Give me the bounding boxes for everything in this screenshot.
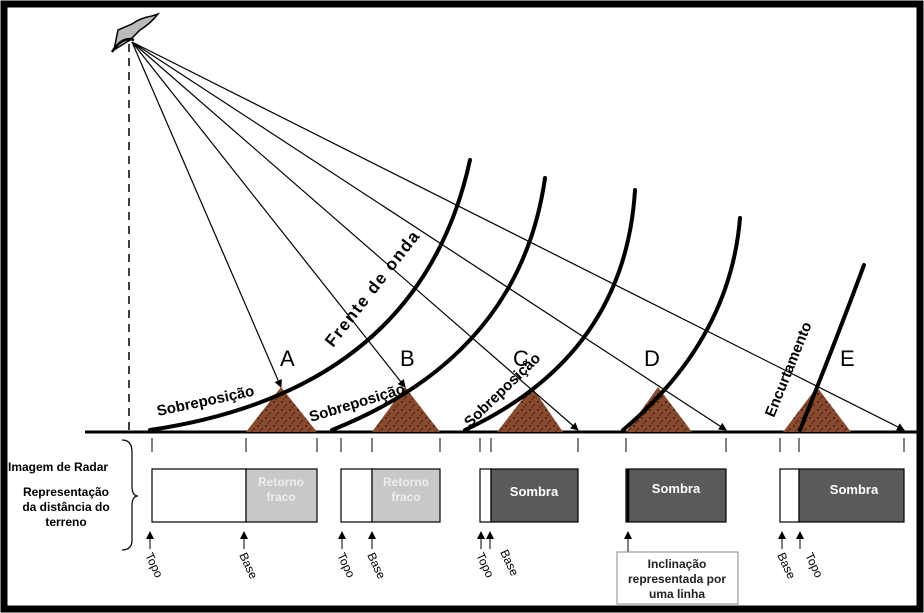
topo-label-b: Topo bbox=[334, 550, 358, 580]
weak-return-label-b: Retorno fraco bbox=[383, 475, 429, 504]
letter-e: E bbox=[840, 346, 855, 371]
letter-a: A bbox=[280, 346, 295, 371]
base-label-e: Base bbox=[774, 550, 798, 581]
weak-return-label-a: Retorno fraco bbox=[258, 475, 304, 504]
mound-a bbox=[246, 387, 317, 432]
image-box-c-bright bbox=[479, 468, 492, 523]
shadow-label-d: Sombra bbox=[652, 481, 701, 496]
base-label-c: Base bbox=[497, 547, 521, 578]
radar-antenna-icon bbox=[110, 12, 161, 53]
ground-ticks bbox=[151, 438, 905, 452]
letter-c: C bbox=[513, 346, 529, 371]
image-box-c-shadow bbox=[490, 468, 579, 523]
mound-b bbox=[372, 387, 440, 432]
svg-text:Representação: Representação bbox=[23, 485, 109, 499]
topo-label-c: Topo bbox=[473, 550, 497, 580]
image-box-d-shadow bbox=[625, 468, 727, 523]
brace-icon bbox=[121, 439, 139, 551]
wavefronts bbox=[148, 158, 866, 432]
shadow-label-e: Sombra bbox=[830, 482, 879, 497]
image-box-a-weak bbox=[245, 468, 318, 523]
shadow-label-c: Sombra bbox=[510, 484, 559, 499]
svg-text:fraco: fraco bbox=[391, 490, 420, 504]
topo-label-a: Topo bbox=[142, 550, 166, 580]
radar-image-boxes bbox=[151, 468, 905, 523]
svg-text:uma linha: uma linha bbox=[649, 587, 705, 601]
base-label-b: Base bbox=[364, 550, 388, 581]
slope-callout: Inclinação representada por uma linha bbox=[616, 549, 739, 605]
svg-text:representada por: representada por bbox=[628, 572, 726, 586]
representation-label: Representação da distância do terreno bbox=[22, 485, 109, 529]
svg-text:fraco: fraco bbox=[266, 490, 295, 504]
image-box-e-bright bbox=[779, 468, 800, 523]
mound-d bbox=[626, 387, 692, 432]
overlay-label-a: Sobreposição bbox=[155, 383, 256, 420]
bottom-arrows bbox=[146, 531, 804, 549]
svg-text:Inclinação: Inclinação bbox=[648, 557, 707, 571]
radar-image-label: Imagem de Radar bbox=[8, 460, 108, 474]
topo-label-e: Topo bbox=[802, 550, 826, 580]
letter-b: B bbox=[400, 346, 415, 371]
svg-text:Retorno: Retorno bbox=[258, 475, 304, 489]
mound-e bbox=[783, 387, 851, 432]
image-box-b-weak bbox=[371, 468, 441, 523]
svg-text:terreno: terreno bbox=[45, 515, 86, 529]
image-box-e-shadow bbox=[798, 468, 905, 523]
terrain-mounds bbox=[246, 387, 851, 432]
mound-c bbox=[497, 387, 563, 432]
base-label-a: Base bbox=[236, 550, 260, 581]
letter-d: D bbox=[644, 346, 660, 371]
wavefront-label: Frente de onda bbox=[321, 226, 424, 350]
image-box-b-bright bbox=[340, 468, 373, 523]
svg-text:Retorno: Retorno bbox=[383, 475, 429, 489]
svg-text:da distância do: da distância do bbox=[22, 500, 109, 514]
image-box-a-bright bbox=[151, 468, 247, 523]
radar-rays bbox=[131, 41, 905, 431]
